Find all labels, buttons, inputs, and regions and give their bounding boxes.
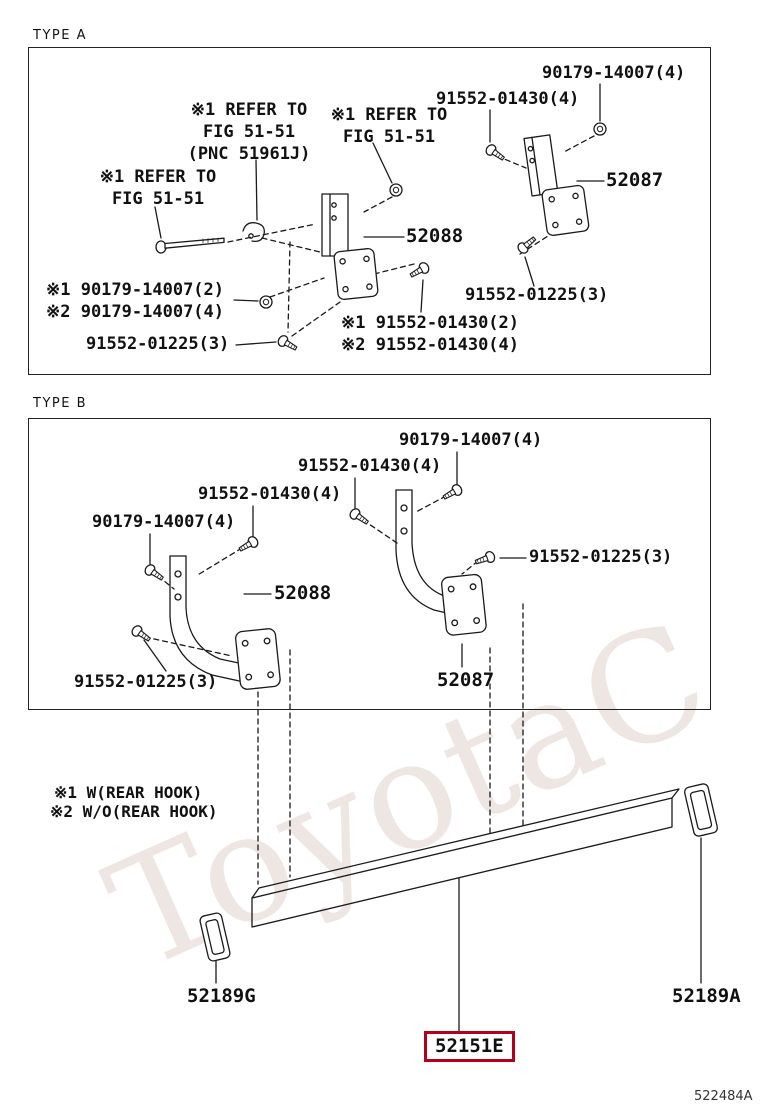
bolt-icon — [275, 333, 300, 354]
bracket-52088-b-drawing — [169, 555, 281, 690]
part-label-52088-b: 52088 — [274, 582, 332, 604]
bottom-leader-lines — [215, 837, 702, 1032]
selected-part-callout[interactable]: 52151E — [424, 1031, 515, 1062]
bolt-icon — [347, 506, 372, 528]
bolt-icon — [440, 482, 465, 503]
part-label-90179-14007-pair: ※1 90179-14007(2) ※2 90179-14007(4) — [46, 280, 225, 322]
part-label-52088-a: 52088 — [406, 225, 464, 247]
type-b-leader-lines — [143, 451, 527, 672]
bolt-icon — [142, 562, 167, 584]
part-label-52087-b: 52087 — [437, 669, 495, 691]
hook-clip-icon — [242, 222, 265, 242]
nut-icon — [259, 295, 273, 309]
part-label-91552-01225-b-right: 91552-01225(3) — [529, 547, 673, 567]
legend-note-2: ※2 W/O(REAR HOOK) — [50, 802, 218, 821]
legend-note-1: ※1 W(REAR HOOK) — [54, 783, 203, 802]
refer-note-mid: ※1 REFER TO FIG 51-51 — [330, 105, 448, 147]
bracket-52087-b-drawing — [395, 489, 487, 636]
part-label-91552-01430-pair: ※1 91552-01430(2) ※2 91552-01430(4) — [341, 313, 520, 355]
bolt-icon — [129, 623, 154, 645]
long-bolt-icon — [155, 237, 225, 254]
type-a-panel — [28, 47, 711, 375]
bolt-icon — [407, 260, 432, 281]
type-b-assembly — [129, 451, 527, 885]
part-label-90179-14007-a-top: 90179-14007(4) — [542, 63, 686, 83]
type-a-leader-lines — [154, 83, 605, 346]
step-bar-drawing — [251, 788, 680, 928]
part-label-91552-01225-a-right: 91552-01225(3) — [465, 285, 609, 305]
part-label-91552-01430-b-right: 91552-01430(4) — [298, 456, 442, 476]
part-label-90179-14007-b-right: 90179-14007(4) — [399, 430, 543, 450]
step-bar-assembly — [199, 783, 718, 1032]
end-cap-right-drawing — [684, 783, 718, 837]
refer-note-left: ※1 REFER TO FIG 51-51 — [99, 167, 217, 209]
part-label-90179-14007-b-left: 90179-14007(4) — [92, 512, 236, 532]
part-label-91552-01430-a-top: 91552-01430(4) — [436, 89, 580, 109]
type-b-dashed-lines — [144, 495, 524, 885]
part-label-52189A: 52189A — [672, 985, 741, 1007]
bolt-icon — [236, 534, 261, 555]
type-a-assembly — [154, 83, 607, 354]
bolt-icon — [473, 549, 497, 568]
nut-icon — [593, 122, 607, 136]
bracket-52088-drawing — [321, 193, 379, 301]
sheet-number: 522484A — [694, 1089, 753, 1104]
part-label-91552-01225-b-left: 91552-01225(3) — [74, 672, 218, 692]
type-a-dashed-lines — [227, 135, 595, 337]
part-label-91552-01225-a-left: 91552-01225(3) — [86, 334, 230, 354]
type-a-heading: TYPE A — [33, 28, 87, 43]
refer-note-center: ※1 REFER TO FIG 51-51 (PNC 51961J) — [187, 100, 311, 164]
type-b-panel — [28, 418, 711, 710]
end-cap-left-drawing — [199, 912, 231, 962]
nut-icon — [389, 183, 403, 197]
selected-part-number: 52151E — [435, 1035, 504, 1057]
type-b-heading: TYPE B — [33, 396, 87, 411]
bolt-icon — [483, 142, 508, 164]
part-label-52189G: 52189G — [187, 985, 256, 1007]
bracket-52087-drawing — [523, 134, 590, 237]
part-label-91552-01430-b-left: 91552-01430(4) — [198, 484, 342, 504]
part-label-52087-a: 52087 — [606, 169, 664, 191]
